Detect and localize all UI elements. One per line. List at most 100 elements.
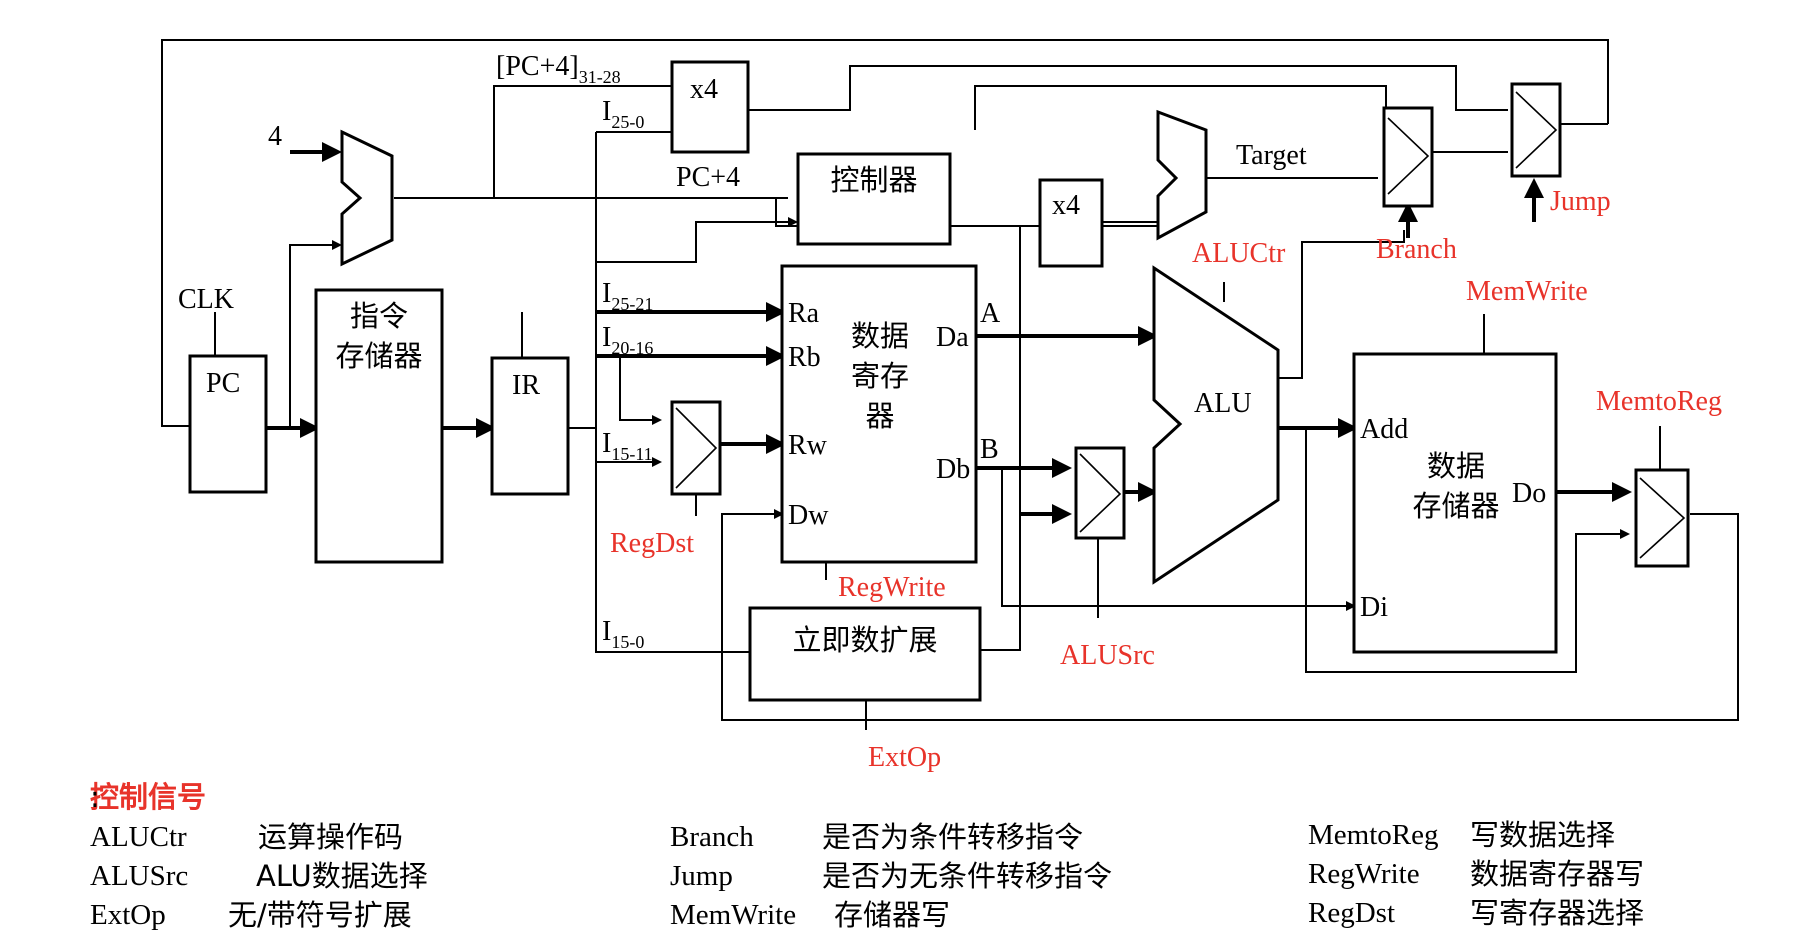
data-memory <box>1352 352 1558 654</box>
memtoreg-mux-triangle <box>1639 477 1686 559</box>
db-to-di-wire <box>1001 468 1356 611</box>
ext-label: 立即数扩展 <box>792 623 937 657</box>
branch-pc4-wire <box>974 85 1432 131</box>
legend-name-memwrite: MemWrite <box>670 899 797 931</box>
target-adder <box>1156 109 1208 241</box>
writeback-wire <box>721 509 1739 721</box>
zero-to-branch-wire <box>1278 230 1405 379</box>
memtoreg-signal: MemtoReg <box>1596 386 1722 417</box>
data-mem-label-1: 数据 <box>1427 449 1485 483</box>
legend-desc-memtoreg: 写数据选择 <box>1470 818 1616 852</box>
pc-label: PC <box>206 368 240 399</box>
legend-desc-aluctr: 运算操作码 <box>258 820 404 854</box>
port-add: Add <box>1360 414 1408 445</box>
legend-name-aluctr: ALUCtr <box>90 821 187 853</box>
data-mem-label-2: 存储器 <box>1412 489 1499 523</box>
port-db: Db <box>936 454 970 485</box>
alu <box>1152 265 1280 585</box>
port-dw: Dw <box>788 500 829 531</box>
ext-out-wire <box>980 225 1040 651</box>
legend-desc-regwrite: 数据寄存器写 <box>1470 857 1645 891</box>
rb-to-regdst-wire <box>619 356 662 425</box>
branch-signal: Branch <box>1376 234 1457 265</box>
legend-title-text: 控制信号 <box>90 780 207 814</box>
i15-11-label: I15-11 <box>602 428 653 464</box>
reg-file-label-1: 数据 <box>851 319 909 353</box>
legend-name-regwrite: RegWrite <box>1308 858 1420 890</box>
inst-mem-label-2: 存储器 <box>335 339 422 373</box>
extop-signal: ExtOp <box>868 742 941 773</box>
jump-mux-triangle <box>1515 91 1558 169</box>
port-rw: Rw <box>788 430 828 461</box>
legend-desc-memwrite: 存储器写 <box>834 898 951 932</box>
port-rb: Rb <box>788 342 821 373</box>
i20-16-label: I20-16 <box>602 322 653 358</box>
memwrite-signal: MemWrite <box>1466 276 1588 307</box>
jump-mux <box>1510 82 1562 178</box>
legend-title-colon: : <box>90 780 100 814</box>
aluctr-signal: ALUCtr <box>1192 238 1286 269</box>
alusrc-signal: ALUSrc <box>1060 640 1155 671</box>
controller <box>796 152 952 246</box>
branch-mux-triangle <box>1387 117 1430 195</box>
ir-label: IR <box>512 370 540 401</box>
legend-name-memtoreg: MemtoReg <box>1308 819 1439 851</box>
controller-label: 控制器 <box>830 163 917 197</box>
legend-desc-branch: 是否为条件转移指令 <box>822 820 1084 854</box>
port-ra: Ra <box>788 298 820 329</box>
pc-feedback-wire <box>161 39 1609 427</box>
pc-register <box>188 354 268 494</box>
bus-b-label: B <box>980 434 999 465</box>
legend-name-jump: Jump <box>670 860 733 892</box>
legend-name-extop: ExtOp <box>90 899 166 931</box>
legend-desc-jump: 是否为无条件转移指令 <box>822 859 1113 893</box>
immediate-extender <box>748 606 982 702</box>
reg-file-label-3: 器 <box>865 399 894 433</box>
alusrc-mux-triangle <box>1079 453 1122 533</box>
pc4-high-bits-wire <box>493 85 672 198</box>
branch-shift-label: x4 <box>1052 190 1080 221</box>
jump-signal: Jump <box>1550 186 1611 217</box>
instruction-memory <box>314 288 444 564</box>
legend-name-branch: Branch <box>670 821 754 853</box>
legend-desc-extop: 无/带符号扩展 <box>228 898 412 932</box>
register-file <box>780 264 978 564</box>
branch-shift-box <box>1038 178 1104 268</box>
wires <box>161 39 1739 730</box>
regwrite-signal: RegWrite <box>838 572 946 603</box>
target-label: Target <box>1236 140 1307 171</box>
i15-0-label: I15-0 <box>602 616 644 652</box>
ir-register <box>490 356 570 496</box>
port-da: Da <box>936 322 969 353</box>
alu-label: ALU <box>1194 388 1252 419</box>
port-di: Di <box>1360 592 1388 623</box>
clk-label: CLK <box>178 284 234 315</box>
regdst-signal: RegDst <box>610 528 694 559</box>
pc-adder <box>340 129 394 267</box>
bus-a-label: A <box>980 298 1001 329</box>
legend-name-alusrc: ALUSrc <box>90 860 189 892</box>
alu-to-memtoreg-wire <box>1305 428 1630 673</box>
regdst-mux-triangle <box>675 407 718 489</box>
pc4-bits-label: [PC+4]31-28 <box>496 51 621 87</box>
legend-desc-regdst: 写寄存器选择 <box>1470 896 1645 930</box>
i25-21-label: I25-21 <box>602 278 653 314</box>
instruction-bus <box>595 132 750 653</box>
port-do: Do <box>1512 478 1546 509</box>
legend-desc-alusrc: ALU数据选择 <box>256 859 428 893</box>
i25-0-label: I25-0 <box>602 96 644 132</box>
memtoreg-mux <box>1634 468 1690 568</box>
alusrc-mux <box>1074 446 1126 540</box>
legend-name-regdst: RegDst <box>1308 897 1395 929</box>
pc4-label: PC+4 <box>676 162 740 193</box>
pc-to-adder-wire <box>289 240 342 428</box>
inst-mem-label-1: 指令 <box>350 299 408 333</box>
jump-address-wire <box>748 65 1508 111</box>
reg-file-label-2: 寄存 <box>851 359 909 393</box>
to-controller-wire <box>596 217 798 263</box>
const4-label: 4 <box>268 121 282 152</box>
regdst-mux <box>670 400 722 496</box>
jump-shift-box <box>670 60 750 154</box>
jump-shift-label: x4 <box>690 74 718 105</box>
